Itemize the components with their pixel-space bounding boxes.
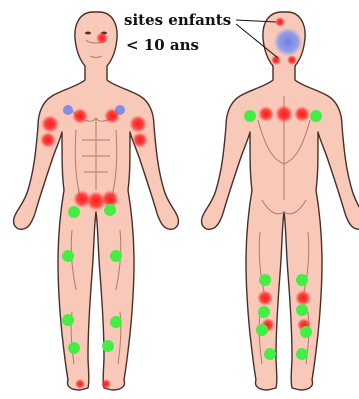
green-site-17	[110, 250, 122, 262]
blue-site-22	[274, 28, 302, 56]
green-site-38	[296, 304, 308, 316]
red-site-7	[104, 108, 120, 124]
green-site-36	[296, 274, 308, 286]
green-site-34	[310, 110, 322, 122]
red-site-11	[96, 32, 108, 44]
annotation-line-1: sites enfants	[124, 13, 231, 28]
green-site-20	[68, 342, 80, 354]
green-site-33	[244, 110, 256, 122]
red-site-25	[287, 55, 297, 65]
green-site-42	[296, 348, 308, 360]
green-site-39	[256, 324, 268, 336]
green-site-14	[68, 206, 80, 218]
red-site-4	[129, 115, 147, 133]
red-site-5	[132, 132, 148, 148]
green-site-37	[258, 306, 270, 318]
back-figure	[202, 12, 359, 390]
green-site-35	[259, 274, 271, 286]
red-site-23	[275, 17, 285, 27]
red-site-3	[40, 132, 56, 148]
red-site-27	[275, 105, 293, 123]
red-site-26	[258, 106, 274, 122]
green-site-40	[300, 326, 312, 338]
green-site-16	[62, 250, 74, 262]
red-site-29	[257, 290, 273, 306]
green-site-19	[110, 316, 122, 328]
red-site-6	[72, 108, 88, 124]
red-site-2	[41, 115, 59, 133]
red-site-13	[101, 379, 111, 389]
annotation-line-2: < 10 ans	[126, 38, 199, 53]
green-site-15	[104, 204, 116, 216]
green-site-18	[62, 314, 74, 326]
blue-site-0	[63, 105, 73, 115]
back-body-outline	[202, 12, 359, 390]
red-site-30	[295, 290, 311, 306]
green-site-21	[102, 340, 114, 352]
red-site-12	[75, 379, 85, 389]
green-site-41	[264, 348, 276, 360]
red-site-28	[294, 106, 310, 122]
